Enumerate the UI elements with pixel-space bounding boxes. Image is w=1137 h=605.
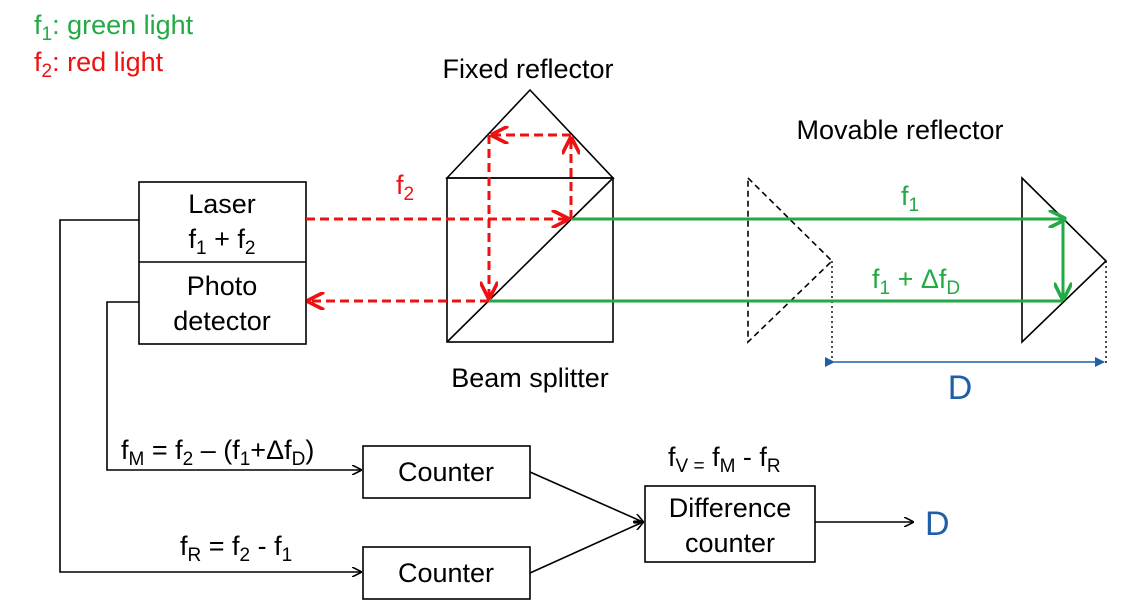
counter-reference-label: Counter <box>398 558 494 588</box>
photo-label: Photo <box>187 271 258 301</box>
green-return-label: f1 + ΔfD <box>872 264 960 299</box>
output-label: D <box>925 505 950 543</box>
counter-label: counter <box>685 528 775 558</box>
difference-counter-box <box>644 485 816 563</box>
counter-measurement-label: Counter <box>398 457 494 487</box>
counter-to-difference-top <box>529 471 643 522</box>
fixed-reflector-prism <box>445 88 615 179</box>
detector-label: detector <box>173 306 271 336</box>
fm-equation: fM = f2 – (f1+ΔfD) <box>121 435 314 470</box>
distance-label: D <box>948 369 973 407</box>
beam-splitter-cube <box>446 177 614 343</box>
counter-measurement-box <box>362 445 531 499</box>
fixed-reflector-label: Fixed reflector <box>442 54 613 84</box>
green-beam-label: f1 <box>901 181 919 216</box>
counter-to-difference-bottom <box>529 522 643 574</box>
red-beam-label: f2 <box>396 170 414 205</box>
movable-reflector-label: Movable reflector <box>796 115 1003 145</box>
legend-green: f1: green light <box>34 10 194 45</box>
laser-frequencies: f1 + f2 <box>189 224 256 259</box>
difference-label: Difference <box>669 493 792 523</box>
laser-label: Laser <box>188 189 256 219</box>
beam-splitter-diagonal <box>446 177 614 343</box>
legend-red: f2: red light <box>34 47 164 82</box>
reference-signal-wire <box>59 219 361 572</box>
movable-reflector-previous <box>747 176 834 344</box>
beam-splitter-label: Beam splitter <box>451 363 609 393</box>
measurement-signal-wire <box>106 301 361 470</box>
fv-equation: fV = fM - fR <box>668 442 781 477</box>
laser-photodetector-box <box>138 181 307 345</box>
fr-equation: fR = f2 - f1 <box>180 531 292 566</box>
